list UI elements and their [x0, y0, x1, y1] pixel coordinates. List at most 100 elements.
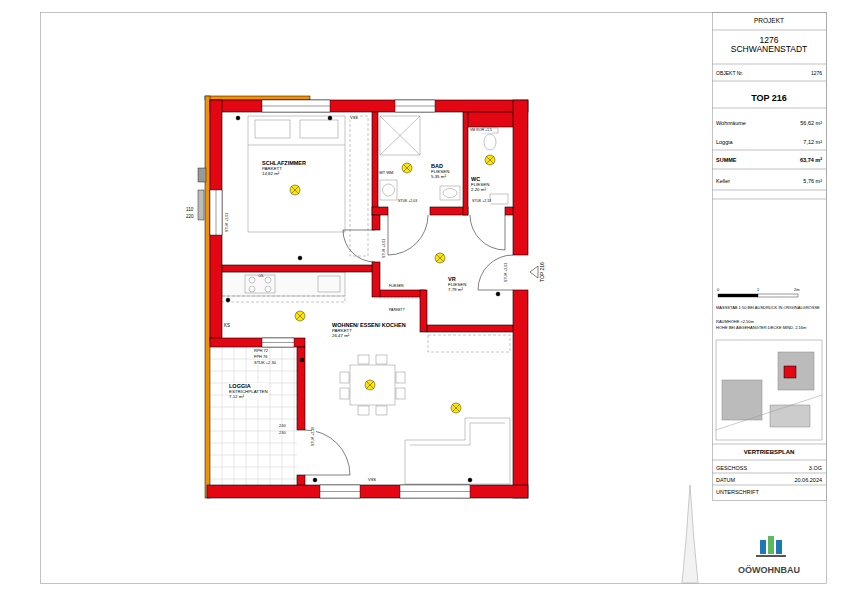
- furniture: [383, 184, 395, 196]
- sockets: [226, 298, 230, 302]
- ceiling-lights: [451, 403, 461, 413]
- walls: [372, 262, 380, 297]
- furniture: [249, 286, 255, 292]
- plan-annotation: 110: [186, 208, 193, 213]
- walls: [468, 112, 513, 127]
- loggia-tiles: [222, 347, 223, 485]
- furniture: [222, 272, 345, 296]
- ceiling-lights: [367, 382, 374, 389]
- furniture: [410, 423, 505, 445]
- windows: [216, 190, 217, 235]
- plan-annotation: PARKETT: [389, 309, 405, 313]
- windows: [400, 485, 470, 498]
- plan-annotation: 230: [279, 431, 286, 435]
- title-block-text: 20.06.2024: [794, 477, 822, 483]
- ceiling-lights: [453, 405, 460, 412]
- title-block-text: 1: [757, 288, 759, 292]
- title-block-text: 0: [717, 288, 719, 292]
- walls: [463, 112, 468, 215]
- furniture: [440, 186, 460, 200]
- loggia-tiles: [234, 347, 235, 485]
- walls: [207, 485, 528, 498]
- furniture: [376, 355, 387, 364]
- doors: [470, 215, 505, 250]
- sheet-frame: [712, 199, 826, 200]
- walls: [372, 207, 388, 215]
- title-block-text: PROJEKT: [754, 17, 784, 24]
- room-label: WOHNEN/ ESSEN/ KOCHENPARKETT26,47 m²: [332, 322, 406, 338]
- plan-annotation: STUK +2,03: [505, 263, 509, 282]
- company-logo: [776, 540, 782, 554]
- furniture: [380, 116, 420, 155]
- sheet-frame: [712, 150, 826, 151]
- plan-annotation: GS: [258, 274, 264, 278]
- sheet-frame: [712, 473, 826, 474]
- ceiling-lights: [290, 155, 495, 413]
- furniture: [255, 120, 290, 138]
- windows: [262, 106, 330, 107]
- sheet-frame: [712, 460, 826, 461]
- north-spire: [682, 485, 698, 583]
- room-label: BADFLIESEN5,35 m²: [431, 163, 449, 179]
- sheet-frame: [713, 13, 827, 501]
- loggia-tiles: [210, 419, 297, 420]
- loggia-tiles: [282, 347, 283, 485]
- room-label: LOGGIAESTRICHPLATTEN7,12 m²: [229, 383, 268, 399]
- ceiling-lights: [365, 380, 375, 390]
- loggia-tiles: [210, 443, 297, 444]
- insulation: [205, 96, 310, 100]
- room-label: WCFLIESEN2,20 m²: [471, 176, 489, 192]
- plan-annotation: STUK +2,30: [312, 427, 316, 446]
- sheet-frame: [712, 190, 826, 191]
- room-area: 5,35 m²: [431, 174, 449, 179]
- windows: [210, 100, 470, 498]
- plan-annotation: FPH 76: [254, 355, 268, 359]
- furniture: [340, 388, 349, 399]
- windows: [400, 491, 470, 492]
- entry-arrow: [530, 266, 538, 278]
- sheet-frame: [712, 444, 826, 445]
- sockets: [496, 292, 500, 296]
- loggia-tiles: [294, 347, 295, 485]
- sheet-frame: [712, 64, 826, 65]
- plan-annotation: STUK +2,03: [383, 239, 387, 258]
- furniture: [249, 277, 255, 283]
- furniture: [405, 418, 510, 484]
- furniture: [443, 189, 457, 198]
- sheet-frame: [712, 81, 826, 82]
- site-map: [716, 340, 822, 440]
- title-block-text: OÖWOHNBAU: [738, 566, 800, 576]
- title-block-text: 2m: [794, 288, 800, 292]
- loggia-tiles: [246, 347, 247, 485]
- title-block-text: Keller: [716, 178, 730, 184]
- plan-annotation: VM ROH +1,5: [470, 129, 492, 133]
- plan-annotation: VSS: [350, 116, 358, 120]
- title-block-text: 63,74 m²: [800, 157, 822, 163]
- furniture: [484, 134, 496, 150]
- title-block-text: 3.OG: [809, 465, 822, 471]
- windows: [320, 491, 360, 492]
- entry-arrow: [530, 266, 538, 278]
- walls: [505, 207, 513, 215]
- walls: [210, 100, 528, 112]
- plan-annotation: STUK +2,30: [254, 361, 276, 365]
- walls: [427, 325, 513, 332]
- walls: [297, 347, 305, 430]
- title-block-text: Wohnräume: [716, 120, 746, 126]
- plan-annotation: 220: [186, 215, 194, 220]
- sockets: [198, 168, 206, 182]
- site-map: [770, 405, 810, 427]
- sockets: [298, 256, 302, 260]
- plan-annotation: WT WM: [379, 171, 393, 175]
- ceiling-lights: [292, 187, 299, 194]
- windows: [262, 338, 294, 347]
- doors: [380, 298, 420, 299]
- sockets: [468, 478, 472, 482]
- doors: [305, 215, 513, 475]
- company-logo: [756, 555, 786, 557]
- title-block-text: DATUM: [716, 477, 735, 483]
- title-block-text: 1276 SCHWANENSTADT: [724, 36, 814, 55]
- furniture: [358, 355, 369, 364]
- loggia-tiles: [210, 467, 297, 468]
